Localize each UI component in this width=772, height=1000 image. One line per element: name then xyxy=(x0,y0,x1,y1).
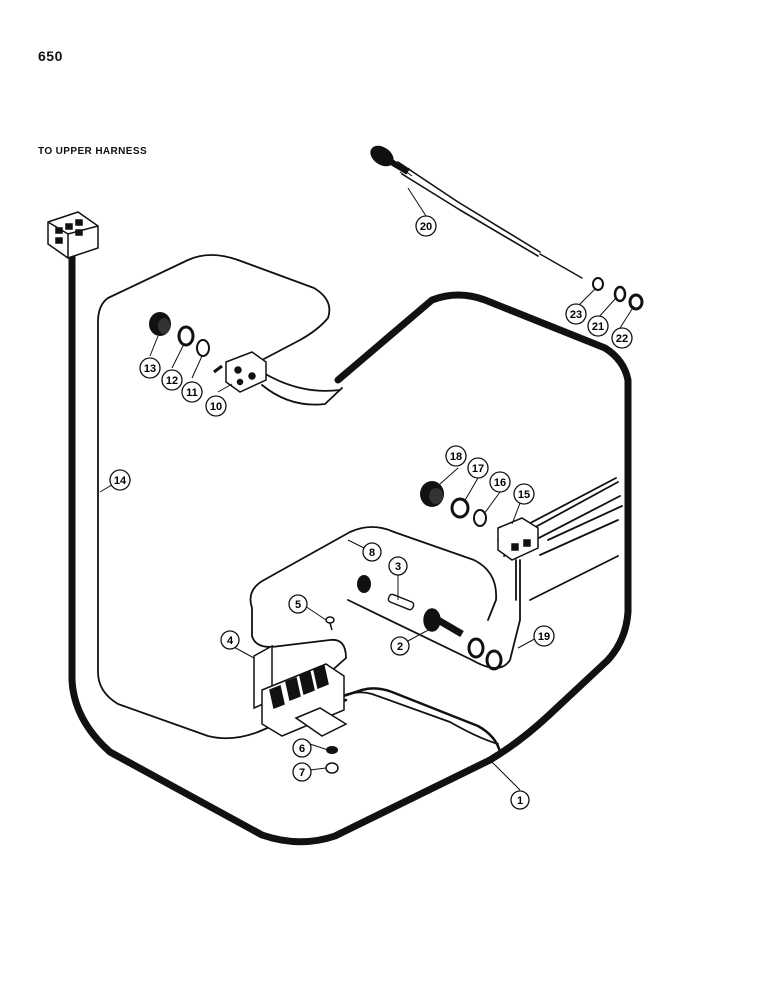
switch-15 xyxy=(497,517,539,561)
svg-text:23: 23 xyxy=(570,309,582,321)
wire-loop-lower xyxy=(341,691,499,745)
callout-15: 15 xyxy=(513,483,535,505)
wires-to-terminal xyxy=(310,687,502,754)
switch-10 xyxy=(213,351,267,393)
nut-6 xyxy=(326,746,338,754)
callout-23: 23 xyxy=(565,303,587,325)
svg-text:21: 21 xyxy=(592,321,604,333)
svg-text:14: 14 xyxy=(114,475,127,487)
callout-14: 14 xyxy=(109,469,131,491)
svg-text:12: 12 xyxy=(166,375,178,387)
svg-text:13: 13 xyxy=(144,363,156,375)
knob-18 xyxy=(420,481,444,507)
harness-caption: TO UPPER HARNESS xyxy=(38,146,148,157)
svg-text:8: 8 xyxy=(369,547,375,559)
svg-text:6: 6 xyxy=(299,743,305,755)
svg-text:3: 3 xyxy=(395,561,401,573)
harness-right-branch xyxy=(515,481,623,601)
svg-text:15: 15 xyxy=(518,489,530,501)
choke-cable-end xyxy=(539,253,583,279)
wire-loop-upper xyxy=(97,254,343,740)
choke-cable xyxy=(397,161,541,257)
wire-loop-fuse xyxy=(249,526,497,691)
callout-11: 11 xyxy=(181,381,203,403)
main-harness-left xyxy=(68,251,494,846)
svg-text:20: 20 xyxy=(420,221,432,233)
callout-20: 20 xyxy=(415,215,437,237)
wires-to-switch-10 xyxy=(261,371,343,406)
washer-17 xyxy=(450,497,470,519)
callout-10: 10 xyxy=(205,395,227,417)
washer-22 xyxy=(628,293,644,311)
callout-4: 4 xyxy=(220,630,240,650)
callout-18: 18 xyxy=(445,445,467,467)
svg-text:16: 16 xyxy=(494,477,506,489)
svg-text:1: 1 xyxy=(517,795,523,807)
callout-1: 1 xyxy=(510,790,530,810)
callout-22: 22 xyxy=(611,327,633,349)
choke-knob xyxy=(370,145,417,179)
washer-12 xyxy=(177,325,195,347)
fuse-holder-2 xyxy=(423,608,464,638)
callout-17: 17 xyxy=(467,457,489,479)
callout-2: 2 xyxy=(390,636,410,656)
knob-13 xyxy=(149,312,171,336)
callout-19: 19 xyxy=(533,625,555,647)
washer-23 xyxy=(592,277,604,291)
svg-text:19: 19 xyxy=(538,631,550,643)
svg-text:18: 18 xyxy=(450,451,462,463)
screw-5 xyxy=(325,616,335,631)
svg-text:22: 22 xyxy=(616,333,628,345)
fuse-3 xyxy=(387,593,415,611)
washer-11 xyxy=(196,339,210,357)
page-number: 650 xyxy=(38,48,63,64)
main-harness-right xyxy=(334,291,632,764)
svg-text:7: 7 xyxy=(299,767,305,779)
callout-13: 13 xyxy=(139,357,161,379)
svg-text:4: 4 xyxy=(227,635,234,647)
leader-lines xyxy=(99,187,635,791)
fuse-holder-washers xyxy=(467,637,503,671)
svg-text:17: 17 xyxy=(472,463,484,475)
svg-text:5: 5 xyxy=(295,599,301,611)
fuse-cap xyxy=(357,575,371,593)
callout-7: 7 xyxy=(292,762,312,782)
terminal-block xyxy=(261,663,348,737)
svg-text:2: 2 xyxy=(397,641,403,653)
upper-harness-connector xyxy=(47,211,99,259)
svg-text:11: 11 xyxy=(186,387,198,399)
washer-16 xyxy=(473,509,487,527)
callout-21: 21 xyxy=(587,315,609,337)
callout-8: 8 xyxy=(362,542,382,562)
callout-6: 6 xyxy=(292,738,312,758)
svg-text:10: 10 xyxy=(210,401,222,413)
callout-5: 5 xyxy=(288,594,308,614)
washer-7 xyxy=(325,762,339,774)
callout-16: 16 xyxy=(489,471,511,493)
callout-12: 12 xyxy=(161,369,183,391)
washer-21 xyxy=(613,285,627,303)
callout-3: 3 xyxy=(388,556,408,576)
